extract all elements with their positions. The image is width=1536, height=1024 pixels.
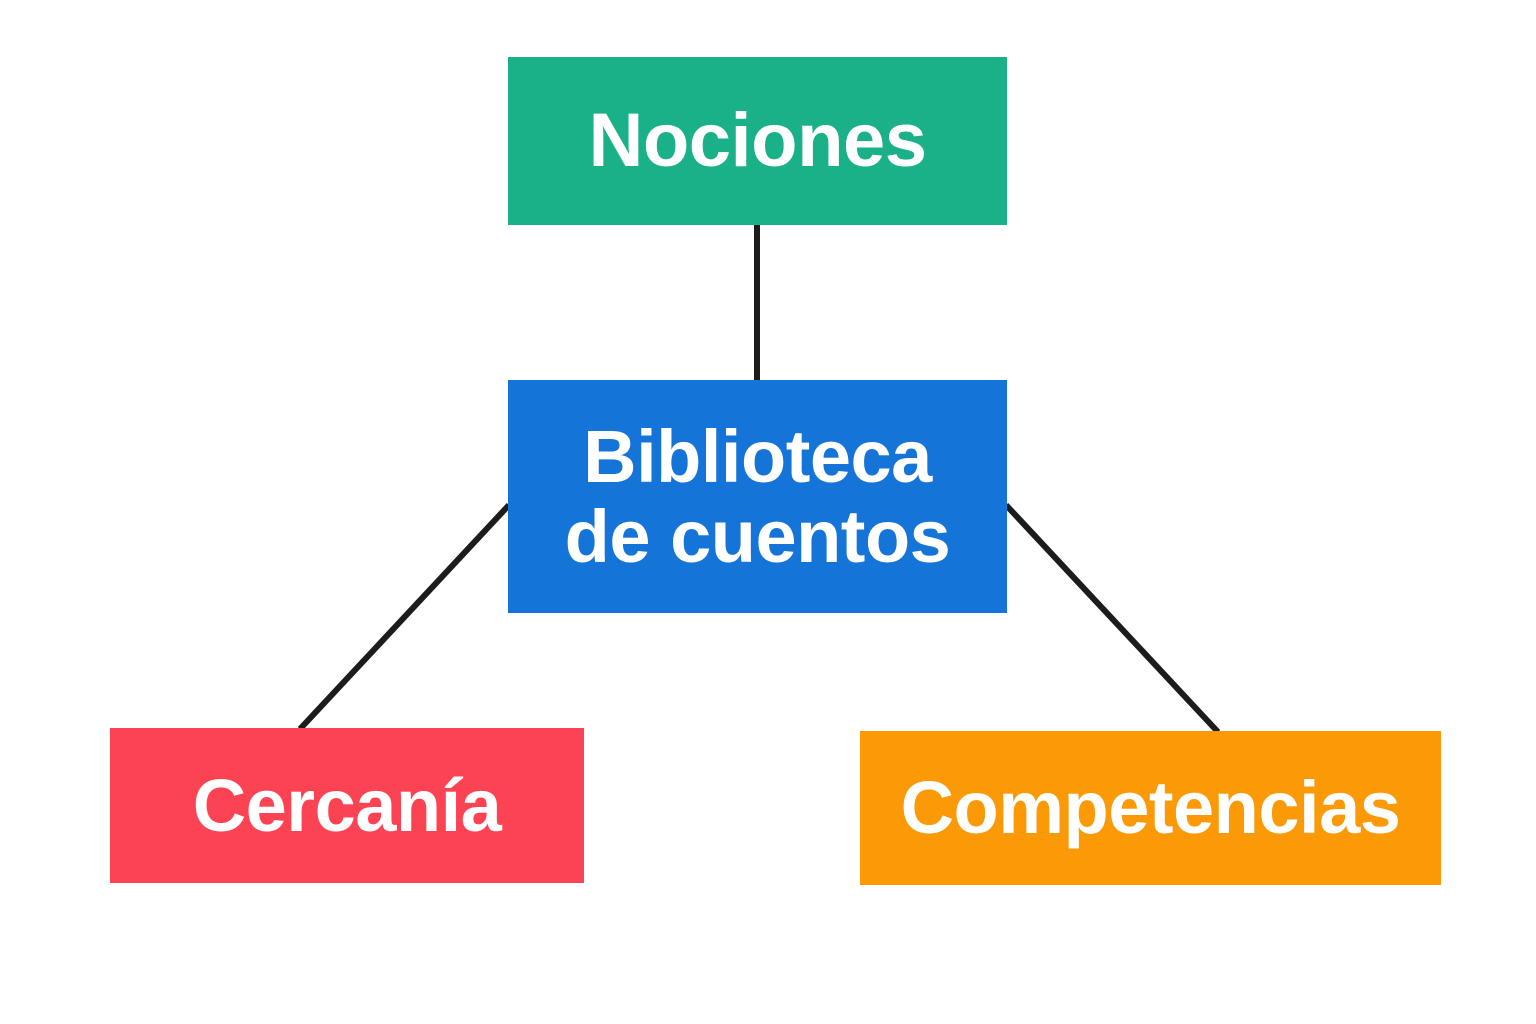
node-nociones[interactable]: Nociones (508, 57, 1007, 225)
node-competencias-label: Competencias (900, 766, 1401, 850)
node-nociones-label: Nociones (588, 97, 927, 183)
node-cercania[interactable]: Cercanía (110, 728, 584, 883)
edge-biblioteca-cercania (297, 502, 512, 732)
node-biblioteca-de-cuentos[interactable]: Biblioteca de cuentos (508, 380, 1007, 613)
edge-biblioteca-competencias (1003, 502, 1221, 735)
node-competencias[interactable]: Competencias (860, 731, 1441, 885)
node-cercania-label: Cercanía (192, 763, 502, 847)
node-biblioteca-de-cuentos-label: Biblioteca de cuentos (564, 414, 951, 578)
